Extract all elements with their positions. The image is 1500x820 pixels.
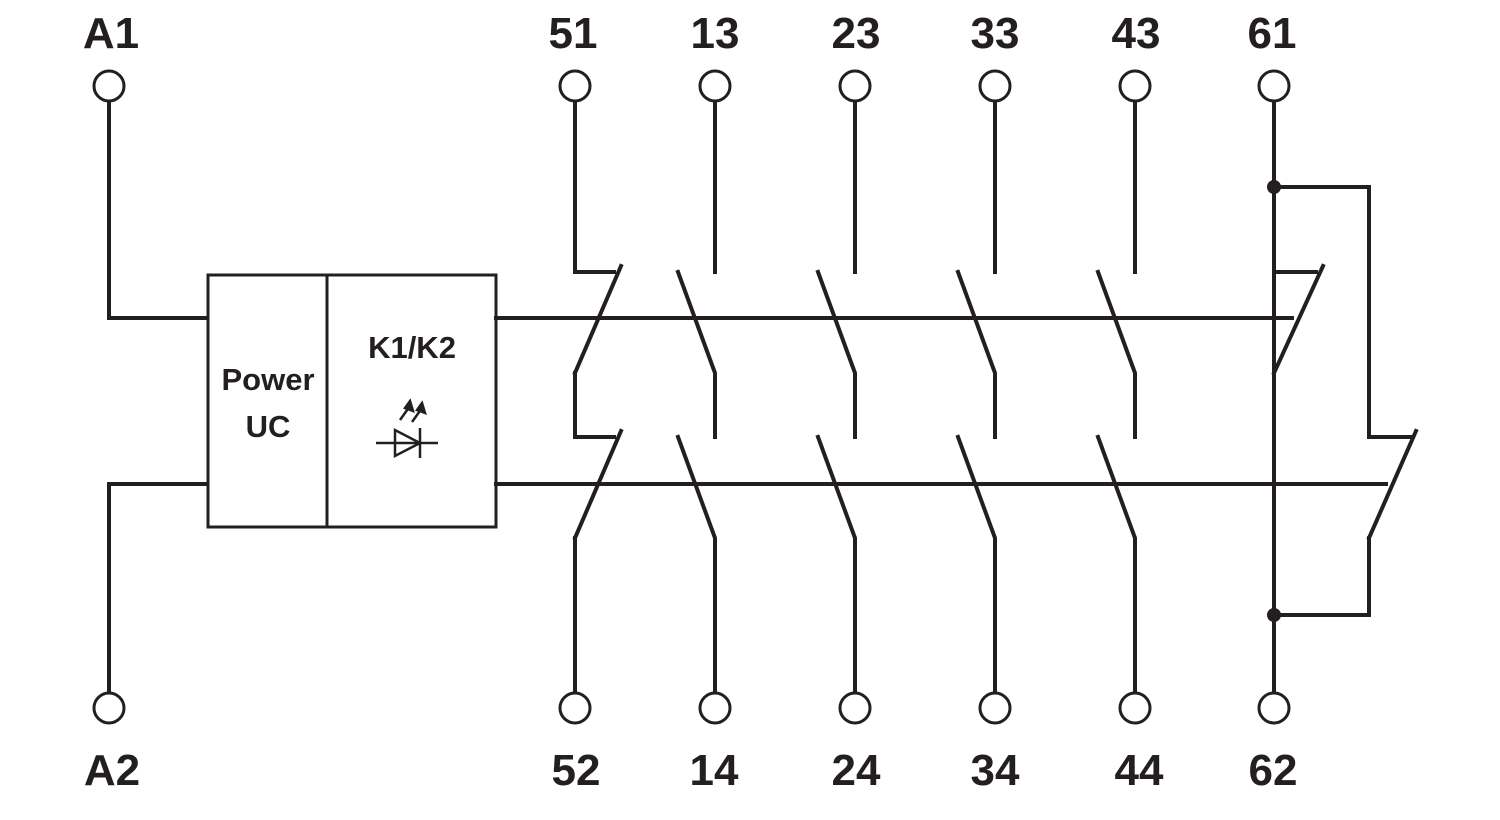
contact-51-52 (572, 98, 624, 695)
label-51: 51 (549, 9, 598, 58)
label-62: 62 (1249, 746, 1298, 795)
terminal-44 (1118, 691, 1152, 725)
terminal-43 (1118, 69, 1152, 103)
label-44: 44 (1115, 746, 1164, 795)
relay-k1-k2-block: K1/K2 (325, 273, 498, 529)
label-13: 13 (691, 9, 740, 58)
terminal-51 (558, 69, 592, 103)
uc-label: UC (246, 409, 291, 444)
terminal-labels: A1 51 13 23 33 43 61 A2 52 14 24 34 44 6… (83, 9, 1298, 795)
junction-dot (1267, 608, 1281, 622)
relay-label: K1/K2 (368, 330, 456, 365)
terminal-33 (978, 69, 1012, 103)
label-a2: A2 (84, 746, 140, 795)
label-34: 34 (971, 746, 1020, 795)
actuation-lines (494, 316, 1388, 486)
power-label: Power (221, 362, 314, 397)
terminal-points (92, 69, 1291, 725)
power-uc-block: Power UC (206, 273, 329, 529)
contact-13-14 (675, 98, 717, 695)
terminal-13 (698, 69, 732, 103)
terminal-34 (978, 691, 1012, 725)
led-icon (376, 398, 438, 459)
terminal-24 (838, 691, 872, 725)
label-61: 61 (1248, 9, 1297, 58)
terminal-a2 (92, 691, 126, 725)
label-43: 43 (1112, 9, 1161, 58)
label-23: 23 (832, 9, 881, 58)
label-52: 52 (552, 746, 601, 795)
label-14: 14 (690, 746, 739, 795)
contact-43-44 (1095, 98, 1137, 695)
terminal-61 (1257, 69, 1291, 103)
terminal-14 (698, 691, 732, 725)
terminal-23 (838, 69, 872, 103)
label-a1: A1 (83, 9, 139, 58)
contact-33-34 (955, 98, 997, 695)
terminal-a1 (92, 69, 126, 103)
supply-wiring (107, 98, 210, 695)
contact-61-62 (1267, 98, 1419, 695)
terminal-52 (558, 691, 592, 725)
label-24: 24 (832, 746, 881, 795)
junction-dot (1267, 180, 1281, 194)
terminal-62 (1257, 691, 1291, 725)
label-33: 33 (971, 9, 1020, 58)
contact-23-24 (815, 98, 857, 695)
